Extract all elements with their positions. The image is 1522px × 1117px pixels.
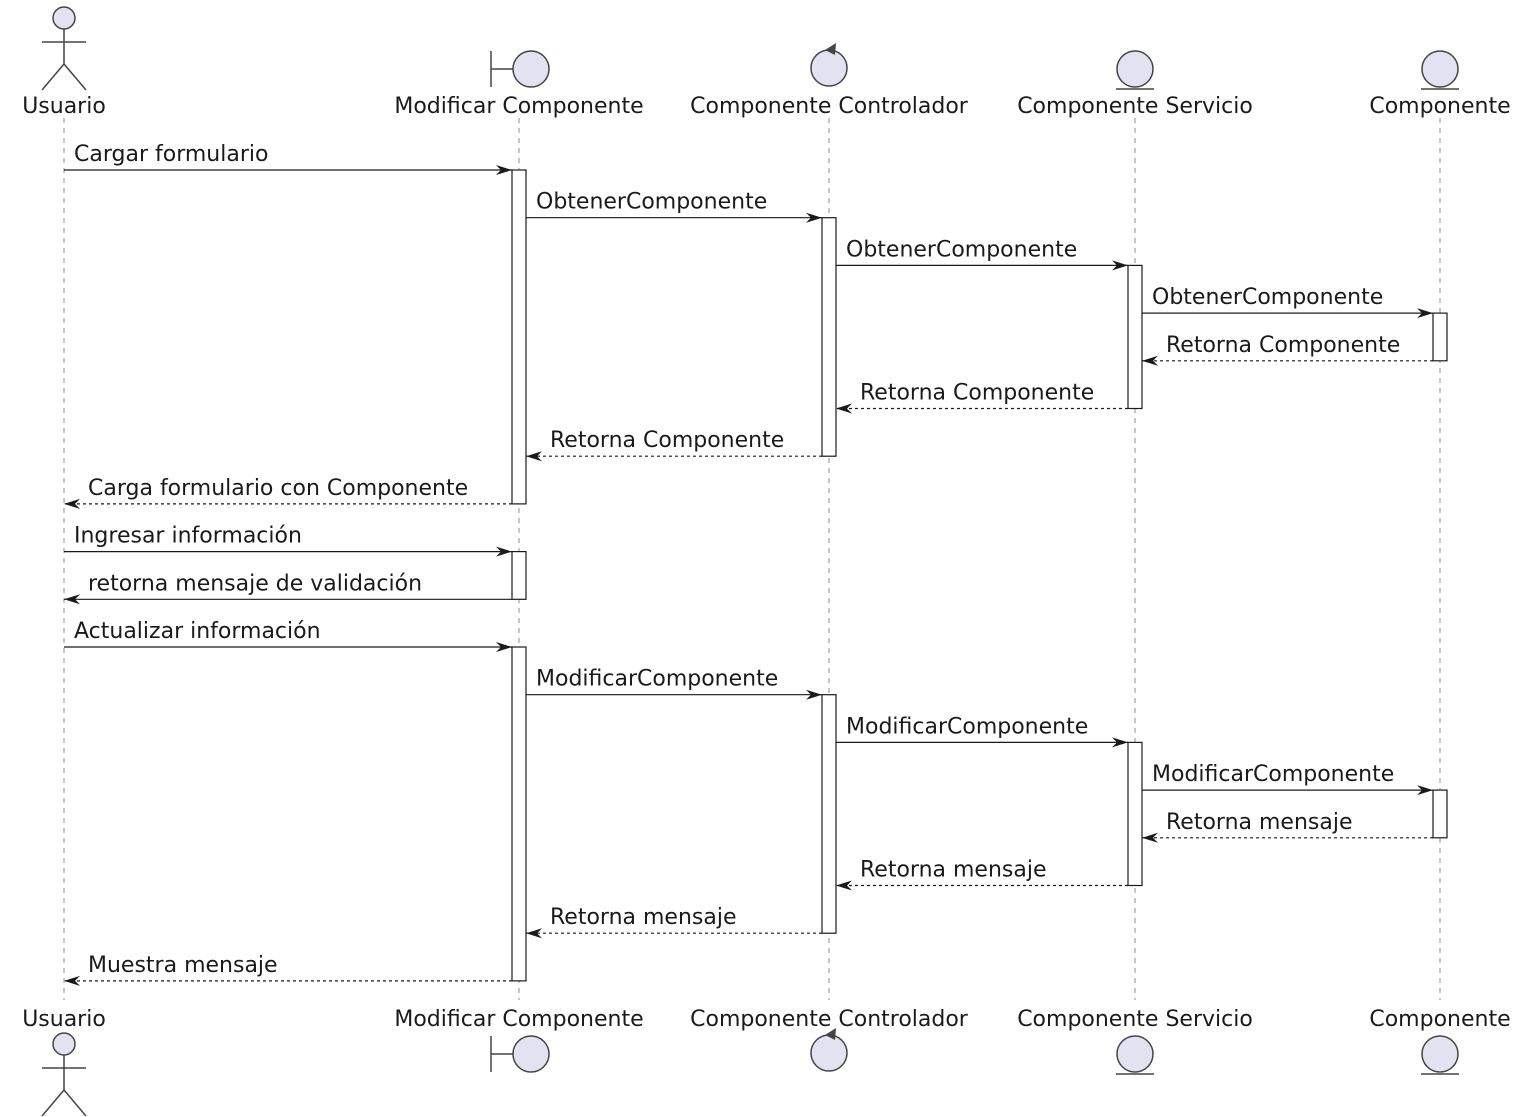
entity-icon (1116, 50, 1154, 90)
message-11: Actualizar información (64, 619, 512, 652)
participant-componente-head: Componente (1369, 50, 1511, 119)
control-icon (810, 43, 848, 87)
arrowhead (64, 975, 80, 986)
arrowhead (526, 928, 542, 939)
arrowhead (1112, 737, 1128, 748)
arrowhead (806, 689, 822, 700)
activations (511, 169, 1448, 982)
activation-bar-controller (821, 694, 837, 934)
participant-label: Componente (1369, 94, 1510, 119)
participant-label: Componente Controlador (690, 94, 969, 119)
arrowhead (806, 212, 822, 223)
activation-bar-service (1127, 264, 1143, 410)
message-label: ObtenerComponente (1152, 285, 1383, 310)
activation-bar-boundary (511, 646, 527, 982)
arrowhead (1112, 260, 1128, 271)
arrowhead (1142, 832, 1158, 843)
actor-icon (41, 1032, 87, 1117)
actor-icon (41, 6, 87, 91)
arrowhead (64, 594, 80, 605)
participant-label: Usuario (22, 94, 106, 119)
message-14: ModificarComponente (1142, 762, 1433, 796)
participant-modificar-componente-head: Modificar Componente (394, 50, 644, 119)
message-13: ModificarComponente (836, 714, 1128, 748)
message-label: Retorna Componente (550, 428, 784, 453)
message-16: Retorna mensaje (836, 858, 1128, 891)
messages: Cargar formularioObtenerComponenteObtene… (64, 142, 1433, 986)
participant-usuario-head: Usuario (22, 6, 106, 119)
message-6: Retorna Componente (836, 381, 1128, 414)
arrowhead (836, 880, 852, 891)
participant-componente-servicio-head: Componente Servicio (1017, 50, 1253, 119)
message-label: ObtenerComponente (846, 237, 1077, 262)
message-label: Muestra mensaje (88, 953, 278, 978)
message-10: retorna mensaje de validación (64, 571, 512, 605)
arrowhead (496, 165, 512, 175)
message-1: Cargar formulario (64, 142, 512, 175)
participant-label: Componente Servicio (1017, 94, 1253, 119)
message-label: Retorna Componente (1166, 333, 1400, 358)
boundary-icon (490, 50, 550, 88)
activation-bar-boundary (511, 169, 527, 505)
arrowhead (836, 403, 852, 414)
entity-icon (1116, 1035, 1154, 1075)
arrowhead (64, 498, 80, 509)
arrowhead (1142, 355, 1158, 366)
message-label: Retorna mensaje (1166, 810, 1353, 835)
message-8: Carga formulario con Componente (64, 476, 512, 509)
activation-bar-entity (1432, 789, 1448, 839)
message-label: Retorna Componente (860, 381, 1094, 406)
participant-label: Usuario (22, 1007, 106, 1032)
message-18: Muestra mensaje (64, 953, 512, 986)
message-label: Cargar formulario (74, 142, 268, 167)
message-12: ModificarComponente (526, 667, 822, 700)
message-label: ObtenerComponente (536, 190, 767, 215)
arrowhead (1417, 785, 1433, 796)
message-label: Retorna mensaje (860, 858, 1047, 883)
participant-modificar-componente-foot: Modificar Componente (394, 1007, 644, 1073)
message-label: Actualizar información (74, 619, 321, 644)
participant-componente-servicio-foot: Componente Servicio (1017, 1007, 1253, 1075)
activation-bar-boundary (511, 550, 527, 600)
arrowhead (1417, 308, 1433, 319)
message-label: ModificarComponente (536, 667, 778, 692)
participant-label: Componente Controlador (690, 1007, 969, 1032)
activation-bar-service (1127, 741, 1143, 887)
message-label: ModificarComponente (1152, 762, 1394, 787)
message-17: Retorna mensaje (526, 905, 822, 939)
message-label: Carga formulario con Componente (88, 476, 468, 501)
message-label: Retorna mensaje (550, 905, 737, 930)
message-15: Retorna mensaje (1142, 810, 1433, 843)
arrowhead (496, 642, 512, 652)
activation-bar-controller (821, 217, 837, 457)
message-label: retorna mensaje de validación (88, 571, 422, 596)
arrowhead (496, 546, 512, 557)
participant-label: Componente (1369, 1007, 1510, 1032)
participant-label: Componente Servicio (1017, 1007, 1253, 1032)
message-3: ObtenerComponente (836, 237, 1128, 271)
message-5: Retorna Componente (1142, 333, 1433, 366)
lifelines (63, 118, 1441, 1000)
participant-componente-controlador-head: Componente Controlador (690, 43, 969, 119)
participant-label: Modificar Componente (394, 1007, 643, 1032)
message-label: Ingresar información (74, 524, 302, 549)
boundary-icon (490, 1035, 550, 1073)
participant-componente-controlador-foot: Componente Controlador (690, 1007, 969, 1072)
message-label: ModificarComponente (846, 714, 1088, 739)
message-9: Ingresar información (64, 524, 512, 557)
participant-label: Modificar Componente (394, 94, 643, 119)
entity-icon (1421, 1035, 1459, 1075)
arrowhead (526, 451, 542, 462)
message-7: Retorna Componente (526, 428, 822, 462)
control-icon (810, 1028, 848, 1072)
message-4: ObtenerComponente (1142, 285, 1433, 319)
participant-componente-foot: Componente (1369, 1007, 1511, 1075)
participant-usuario-foot: Usuario (22, 1007, 106, 1117)
entity-icon (1421, 50, 1459, 90)
activation-bar-entity (1432, 312, 1448, 362)
message-2: ObtenerComponente (526, 190, 822, 223)
